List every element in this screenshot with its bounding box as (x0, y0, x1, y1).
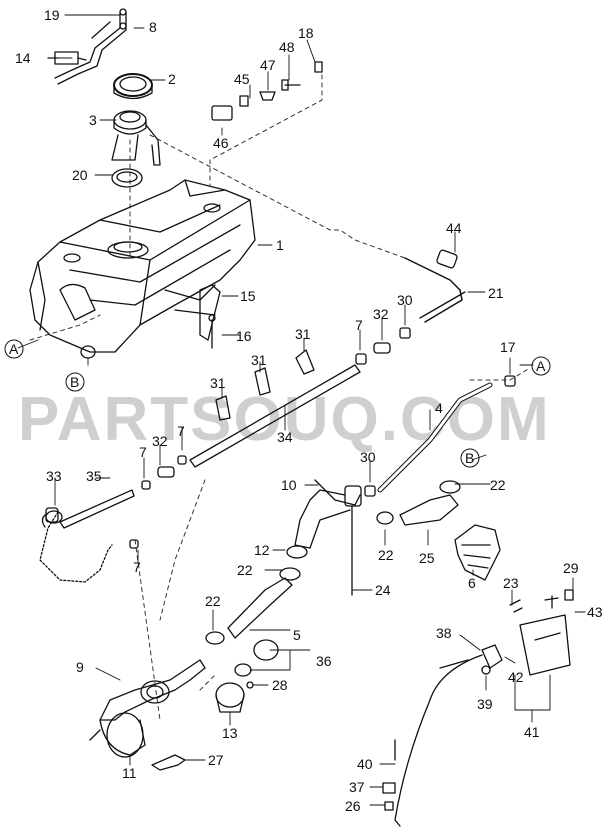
bracket-27 (151, 754, 186, 771)
label-35: 35 (86, 468, 102, 484)
label-32-b: 32 (152, 433, 168, 449)
label-37: 37 (349, 779, 365, 795)
label-8: 8 (149, 19, 157, 35)
ref-a-right: A (536, 358, 546, 374)
label-42: 42 (508, 669, 524, 685)
label-30-a: 30 (397, 292, 413, 308)
label-45: 45 (234, 71, 250, 87)
label-41: 41 (524, 724, 540, 740)
label-34: 34 (277, 429, 293, 445)
label-16: 16 (236, 328, 252, 344)
label-17: 17 (500, 339, 516, 355)
label-15: 15 (240, 288, 256, 304)
label-25: 25 (419, 550, 435, 566)
label-43: 43 (587, 604, 603, 620)
label-21: 21 (488, 285, 504, 301)
filler-neck-assy (89, 659, 206, 758)
label-22-c: 22 (237, 562, 253, 578)
label-23: 23 (503, 575, 519, 591)
label-22-b: 22 (378, 547, 394, 563)
label-30-b: 30 (360, 449, 376, 465)
label-39: 39 (477, 696, 493, 712)
label-22-d: 22 (205, 593, 221, 609)
label-28: 28 (272, 677, 288, 693)
label-20: 20 (72, 167, 88, 183)
label-12: 12 (254, 542, 270, 558)
label-46: 46 (213, 135, 229, 151)
label-31-a: 31 (295, 326, 311, 342)
filler-hose (294, 479, 362, 596)
watermark: PARTSOUQ.COM (18, 385, 551, 454)
label-38: 38 (436, 625, 452, 641)
label-13: 13 (222, 725, 238, 741)
label-5: 5 (293, 627, 301, 643)
ref-b-right: B (465, 450, 474, 466)
label-19: 19 (44, 7, 60, 23)
label-18: 18 (298, 25, 314, 41)
cap-and-retainer (215, 639, 279, 713)
label-31-b: 31 (251, 352, 267, 368)
label-2: 2 (168, 71, 176, 87)
label-36: 36 (316, 653, 332, 669)
label-22-a: 22 (490, 477, 506, 493)
breather-tube (189, 349, 361, 468)
label-47: 47 (260, 57, 276, 73)
lock-ring (113, 73, 153, 100)
label-7-b: 7 (177, 423, 185, 439)
fuel-tube-assy (47, 8, 127, 85)
breather-hose (39, 489, 139, 583)
small-hardware-parts (211, 61, 323, 121)
label-10: 10 (281, 477, 297, 493)
label-27: 27 (208, 752, 224, 768)
label-3: 3 (89, 112, 97, 128)
label-7-c: 7 (139, 444, 147, 460)
label-48: 48 (279, 39, 295, 55)
part-number-labels: 1 2 3 4 5 6 7 7 7 7 8 9 10 11 12 13 14 1… (15, 7, 603, 814)
filler-neck-pipe (364, 375, 516, 497)
label-33: 33 (46, 468, 62, 484)
label-32-a: 32 (373, 306, 389, 322)
label-11: 11 (122, 765, 137, 781)
label-14: 14 (15, 50, 31, 66)
tank-strap-bracket (174, 284, 221, 349)
label-31-c: 31 (210, 375, 226, 391)
fuel-tank (29, 179, 256, 359)
rubber-hoses (227, 494, 501, 639)
reference-markers (4, 339, 551, 468)
label-9: 9 (76, 659, 84, 675)
label-44: 44 (446, 220, 462, 236)
hose-clamps-left (141, 455, 187, 490)
label-4: 4 (435, 400, 443, 416)
label-1: 1 (276, 237, 284, 253)
ref-b-left: B (70, 374, 79, 390)
reference-letters: A B B A (9, 341, 546, 466)
fuel-pump-sender (111, 110, 161, 166)
ref-a-left: A (9, 341, 19, 357)
fuel-door-assy (382, 589, 574, 827)
gasket (111, 168, 143, 188)
label-24: 24 (375, 582, 391, 598)
label-7-a: 7 (355, 317, 363, 333)
label-29: 29 (563, 560, 579, 576)
vent-tube (404, 249, 466, 323)
label-6: 6 (468, 575, 476, 591)
label-40: 40 (357, 756, 373, 772)
hose-clamps-upper (355, 327, 411, 365)
leader-lines (17, 14, 586, 806)
clamps-center (205, 480, 461, 645)
label-26: 26 (345, 798, 361, 814)
label-7-d: 7 (133, 559, 141, 575)
